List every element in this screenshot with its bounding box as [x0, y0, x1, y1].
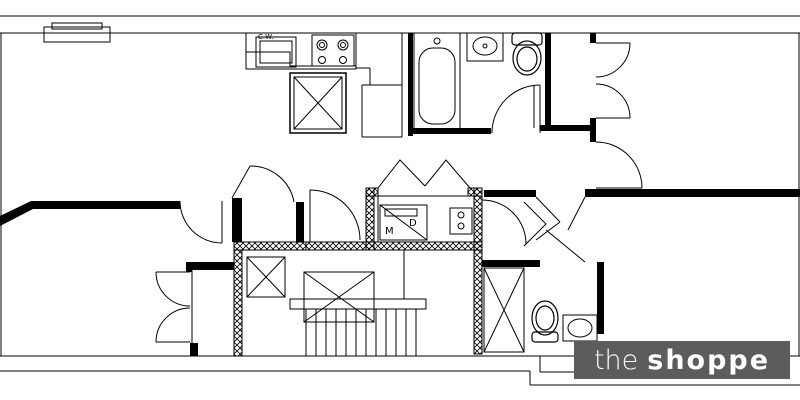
- dryer-d-label: D: [409, 218, 417, 229]
- shower: [483, 267, 525, 353]
- stairs: [246, 250, 427, 356]
- upper-bath-door: [491, 84, 541, 134]
- watermark-logo: the shoppe: [574, 341, 790, 379]
- bath-sink-lower: [562, 314, 598, 342]
- upper-bath-walls: [408, 33, 596, 142]
- stove-burners: [311, 34, 355, 67]
- bath-sink-upper: [466, 32, 504, 62]
- exterior-walls: [0, 189, 800, 356]
- closet-doors-right: [595, 42, 643, 189]
- window-top-left: [43, 22, 111, 43]
- stair-core-walls: [232, 198, 304, 242]
- watermark-the: the: [593, 344, 639, 376]
- toilet-lower: [531, 300, 559, 343]
- toilet-upper: [511, 32, 543, 76]
- stair-doors: [179, 165, 361, 244]
- fridge: [289, 72, 347, 134]
- left-entry-doors: [155, 270, 193, 343]
- washer-label: C.W.: [258, 33, 274, 41]
- bathtub: [413, 32, 461, 130]
- washer-box: [255, 36, 297, 68]
- lower-bath-doors: [481, 196, 586, 263]
- watermark-shoppe: shoppe: [647, 344, 771, 376]
- hatched-walls: [233, 187, 483, 357]
- outer-outline: [0, 15, 800, 386]
- laundry-closet: [377, 159, 475, 243]
- washer-m-label: M: [385, 226, 394, 237]
- kitchen-counter: [245, 32, 403, 138]
